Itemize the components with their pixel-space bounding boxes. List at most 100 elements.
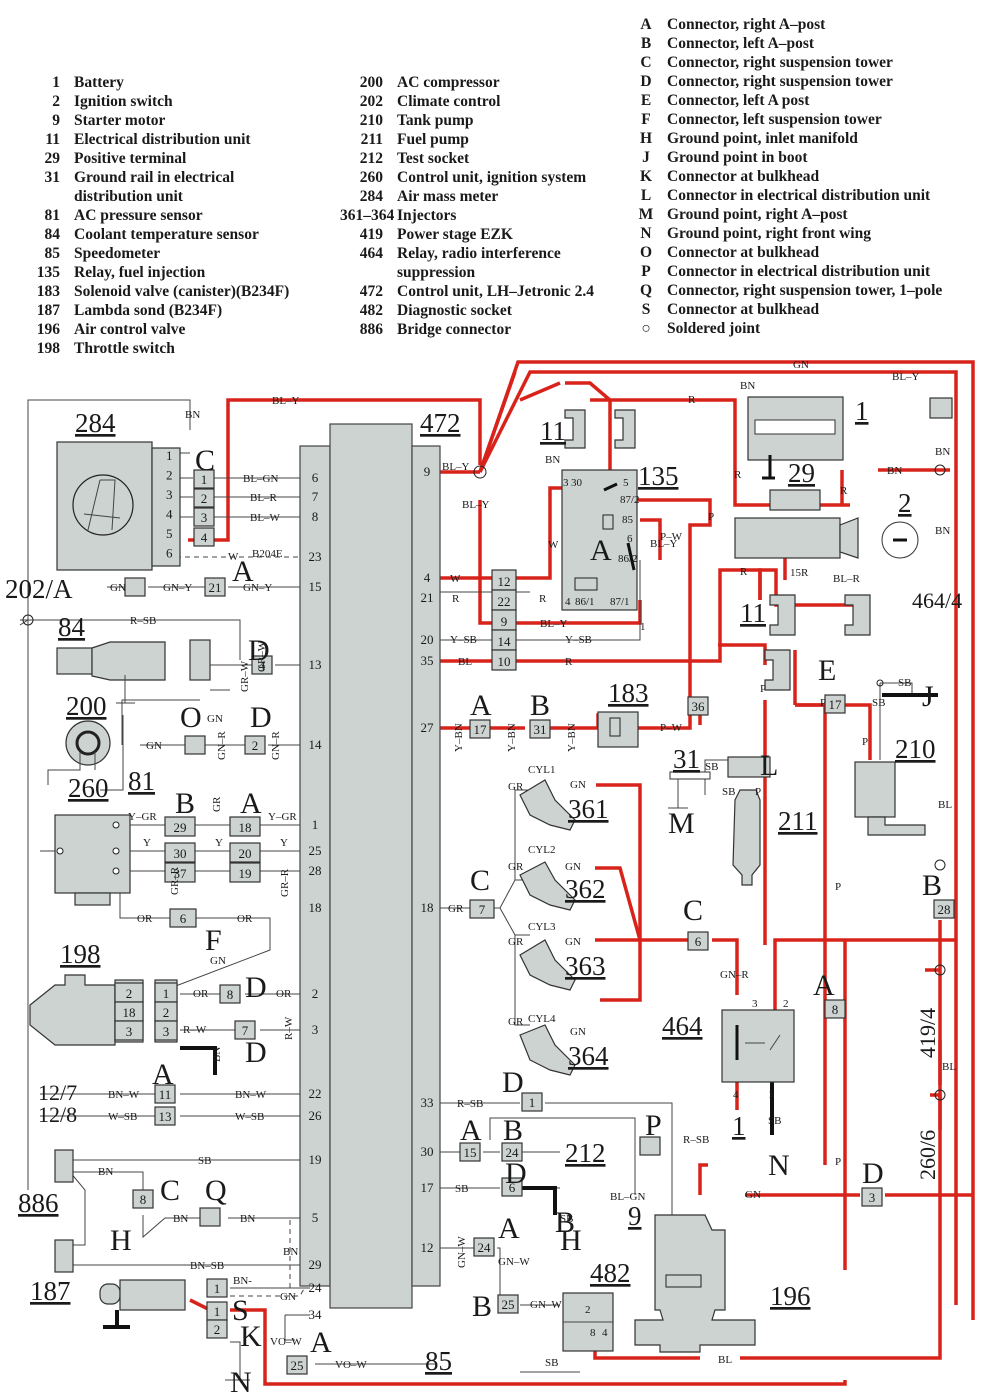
relay-135-pin: 30 — [571, 477, 583, 489]
legend-key: 31 — [44, 169, 61, 186]
connector-pin-number: 1 — [529, 1095, 536, 1110]
connector-letter-C: C — [683, 894, 703, 927]
connector-pin-box: 25 — [286, 1355, 308, 1375]
legend-key: 183 — [36, 283, 60, 300]
component-11-upper — [564, 409, 636, 449]
wire-color-label: P — [820, 697, 826, 709]
component-number-29: 29 — [788, 458, 815, 488]
wire-color-label: BL — [938, 799, 952, 811]
connector-pin-number: 8 — [227, 987, 234, 1002]
component-number-472: 472 — [420, 408, 461, 438]
legend-label: Ground point, right A–post — [667, 206, 848, 223]
wire-color-label-rotated: GR–R — [279, 868, 291, 897]
connector-letter-J: J — [922, 680, 934, 713]
connector-pin-box: 30 — [164, 842, 196, 863]
legend-label-continued: distribution unit — [74, 188, 183, 205]
relay-464-pin: 2 — [783, 998, 789, 1010]
connector-pin-number: 18 — [239, 820, 252, 835]
wire-color-label: BL–GN — [610, 1191, 646, 1203]
connector-pin-box: 13 — [154, 1106, 176, 1126]
ecu-pin-right: 12 — [421, 1240, 434, 1255]
connector-letter-H: H — [560, 1224, 582, 1257]
connector-pin-box: 6 — [169, 908, 197, 928]
wire-color-label-rotated: GR–W — [239, 660, 251, 692]
wire-color-label: R — [734, 469, 742, 481]
connector-pin-box: 1 — [206, 1301, 228, 1321]
legend-label: Connector, right suspension tower — [667, 73, 893, 90]
legend-label: Control unit, LH–Jetronic 2.4 — [397, 283, 595, 300]
legend-key: 198 — [36, 340, 60, 357]
connector-letter-A: A — [590, 534, 612, 567]
connector-letter-B: B — [503, 1114, 523, 1147]
wire-color-label: BN — [545, 454, 560, 466]
connector-pin-number: 21 — [209, 580, 222, 595]
connector-letter-D: D — [250, 701, 272, 734]
wire-color-label: Y–GR — [128, 811, 157, 823]
connector-pin-box: 22 — [491, 589, 517, 611]
wire-color-label: BL–W — [250, 512, 281, 524]
component-number-84: 84 — [58, 612, 86, 642]
legend-label: Connector, right suspension tower — [667, 54, 893, 71]
wire-color-label: BN — [185, 409, 200, 421]
connector-pin-number: 2 — [163, 1005, 170, 1020]
connector-pin-number: 25 — [291, 1358, 304, 1373]
legend-label: Starter motor — [74, 112, 166, 129]
component-number-200: 200 — [66, 691, 107, 721]
connector-letter-A: A — [232, 555, 254, 588]
legend-label: Connector in electrical distribution uni… — [667, 263, 931, 280]
connector-pin-box: 17 — [469, 719, 491, 739]
wire-color-label: R — [740, 566, 748, 578]
legend-label: Air mass meter — [397, 188, 499, 205]
ref-260-6: 260/6 — [915, 1130, 940, 1180]
wire-color-label: Y — [280, 837, 288, 849]
legend-label: Positive terminal — [74, 150, 187, 167]
wire-color-label: P — [760, 683, 766, 695]
ref-12-8: 12/8 — [38, 1102, 77, 1127]
component-number-135: 135 — [638, 461, 679, 491]
connector-pin-number: 9 — [501, 614, 508, 629]
connector-pin-number: 14 — [498, 634, 512, 649]
component-84 — [56, 639, 211, 704]
wire-color-label: SB — [545, 1357, 558, 1369]
connector-letter-B: B — [175, 787, 195, 820]
wire-color-label: BN–W — [108, 1089, 140, 1101]
component-183 — [597, 711, 639, 748]
legend-label: Test socket — [397, 150, 470, 167]
connector-pin-box: 24 — [501, 1142, 523, 1162]
wire-color-label: GN–Y — [243, 582, 272, 594]
component-number-187: 187 — [30, 1276, 71, 1306]
connector-pin-box: 19 — [229, 862, 261, 883]
legend-key: Q — [639, 282, 653, 299]
component-1-battery — [747, 396, 844, 480]
legend-key: 464 — [359, 245, 383, 262]
wire-color-label: SB — [198, 1155, 211, 1167]
wire-color-label: OR — [276, 988, 292, 1000]
pin-284: 4 — [166, 507, 173, 522]
ecu-pin-left: 26 — [309, 1108, 323, 1123]
connector-pin-box: 2 — [206, 1319, 228, 1339]
connector-pin-number: 30 — [174, 846, 187, 861]
component-2-ignition-switch — [734, 517, 919, 559]
connector-pin-number: 6 — [180, 911, 187, 926]
wire-color-label: BL–Y — [650, 538, 678, 550]
legend-label: Bridge connector — [397, 321, 512, 338]
connector-pin-box: 4 — [251, 655, 273, 675]
legend-label: Control unit, ignition system — [397, 169, 587, 186]
component-11-lower — [764, 594, 871, 691]
connector-letter-D: D — [245, 1036, 267, 1069]
wire-color-label: Y–SB — [450, 634, 477, 646]
wire-color-label: R — [840, 485, 848, 497]
pin-284: 2 — [166, 468, 173, 483]
component-135-relay — [561, 469, 638, 611]
legend-label: Connector in electrical distribution uni… — [667, 187, 931, 204]
wire-color-label: VO–W — [335, 1359, 367, 1371]
wire-color-label: BN — [98, 1166, 113, 1178]
connector-letter-A: A — [498, 1212, 520, 1245]
connector-pin-box: 1 — [193, 469, 215, 489]
legend-label-continued: suppression — [397, 264, 476, 281]
